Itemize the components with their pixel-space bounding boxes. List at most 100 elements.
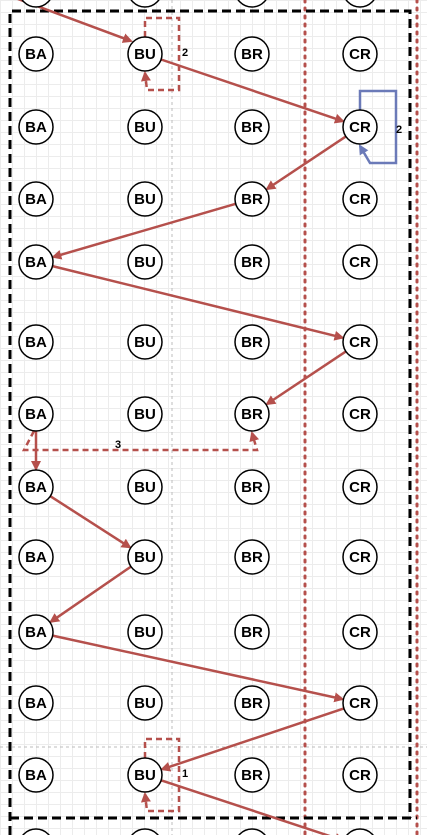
node-bu: BU bbox=[127, 324, 163, 360]
node-ba: BA bbox=[18, 324, 54, 360]
node-bu: BU bbox=[127, 109, 163, 145]
node-cr: CR bbox=[342, 324, 378, 360]
node-br: BR bbox=[234, 36, 270, 72]
node-circle bbox=[342, 469, 378, 505]
node-br: BR bbox=[234, 614, 270, 650]
node-cr: CR bbox=[342, 181, 378, 217]
loop-count-label: 2 bbox=[182, 47, 188, 59]
loop-connector bbox=[140, 16, 181, 92]
node-label: BR bbox=[241, 767, 263, 784]
node-label: BR bbox=[241, 624, 263, 641]
node-circle bbox=[342, 181, 378, 217]
node-br: BR bbox=[238, 828, 266, 835]
node-label: BU bbox=[134, 479, 156, 496]
node-label: BA bbox=[25, 406, 47, 423]
node-label: BA bbox=[25, 254, 47, 271]
node-circle bbox=[18, 396, 54, 432]
node-cr: CR bbox=[345, 0, 375, 8]
node-label: BR bbox=[241, 46, 263, 63]
node-br: BR bbox=[237, 0, 267, 8]
node-label: CR bbox=[349, 406, 371, 423]
node-circle bbox=[238, 828, 266, 835]
node-label: BA bbox=[25, 767, 47, 784]
node-label: BR bbox=[241, 334, 263, 351]
node-cr: CR bbox=[342, 36, 378, 72]
node-bu: BU bbox=[127, 244, 163, 280]
node-bu: BU bbox=[127, 539, 163, 575]
node-cr: CR bbox=[342, 244, 378, 280]
node-cr: CR bbox=[342, 109, 378, 145]
node-br: BR bbox=[234, 469, 270, 505]
transition-arrow bbox=[51, 202, 237, 260]
transition-arrow bbox=[49, 565, 132, 623]
node-label: CR bbox=[349, 479, 371, 496]
node-label: CR bbox=[349, 624, 371, 641]
node-ba: BA bbox=[18, 244, 54, 280]
node-label: BR bbox=[241, 549, 263, 566]
node-label: CR bbox=[349, 767, 371, 784]
node-cr: CR bbox=[342, 685, 378, 721]
frame-border-top bbox=[8, 9, 412, 835]
node-circle bbox=[234, 757, 270, 793]
node-circle bbox=[237, 0, 267, 8]
node-circle bbox=[18, 36, 54, 72]
node-label: BU bbox=[134, 254, 156, 271]
node-ba: BA bbox=[18, 685, 54, 721]
node-ba: BA bbox=[18, 396, 54, 432]
node-ba: BA bbox=[18, 539, 54, 575]
node-circle bbox=[342, 685, 378, 721]
node-circle bbox=[127, 396, 163, 432]
transition-arrow bbox=[52, 634, 345, 703]
loop-count-label: 3 bbox=[115, 439, 121, 451]
node-circle bbox=[342, 109, 378, 145]
transition-arrow bbox=[265, 135, 347, 191]
node-circle bbox=[346, 828, 374, 835]
node-label: BU bbox=[134, 334, 156, 351]
node-bu: BU bbox=[127, 685, 163, 721]
loop-connector bbox=[358, 89, 398, 165]
node-ba: BA bbox=[22, 828, 50, 835]
node-label: BU bbox=[134, 191, 156, 208]
node-circle bbox=[127, 614, 163, 650]
node-br: BR bbox=[234, 396, 270, 432]
node-br: BR bbox=[234, 109, 270, 145]
node-label: BA bbox=[25, 334, 47, 351]
node-ba: BA bbox=[18, 181, 54, 217]
node-circle bbox=[18, 757, 54, 793]
node-circle bbox=[127, 539, 163, 575]
transition-arrow bbox=[52, 264, 345, 341]
node-circle bbox=[234, 685, 270, 721]
node-circle bbox=[342, 539, 378, 575]
node-label: CR bbox=[349, 549, 371, 566]
node-bu: BU bbox=[127, 469, 163, 505]
node-circle bbox=[18, 469, 54, 505]
node-cr: CR bbox=[342, 614, 378, 650]
node-label: BA bbox=[25, 46, 47, 63]
node-circle bbox=[18, 181, 54, 217]
node-label: BU bbox=[134, 406, 156, 423]
node-circle bbox=[18, 324, 54, 360]
transition-arrow bbox=[160, 707, 345, 772]
node-cr: CR bbox=[342, 396, 378, 432]
node-circle bbox=[234, 614, 270, 650]
node-label: BR bbox=[241, 695, 263, 712]
node-bu: BU bbox=[127, 757, 163, 793]
node-label: BR bbox=[241, 119, 263, 136]
node-ba: BA bbox=[18, 757, 54, 793]
node-circle bbox=[21, 0, 51, 8]
node-circle bbox=[130, 0, 160, 8]
node-label: BU bbox=[134, 549, 156, 566]
node-circle bbox=[234, 181, 270, 217]
node-cr: CR bbox=[342, 539, 378, 575]
node-label: BU bbox=[134, 767, 156, 784]
node-circle bbox=[127, 324, 163, 360]
node-br: BR bbox=[234, 324, 270, 360]
node-label: BR bbox=[241, 191, 263, 208]
node-circle bbox=[18, 685, 54, 721]
node-br: BR bbox=[234, 539, 270, 575]
node-ba: BA bbox=[18, 109, 54, 145]
node-circle bbox=[342, 396, 378, 432]
node-label: CR bbox=[349, 46, 371, 63]
node-label: BA bbox=[25, 624, 47, 641]
